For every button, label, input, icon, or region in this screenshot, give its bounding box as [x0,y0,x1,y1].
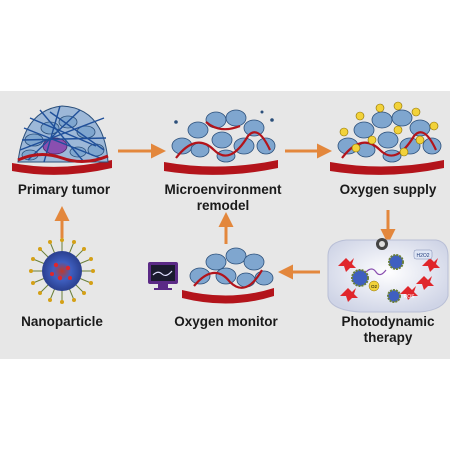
photodynamic-therapy-label: Photodynamic therapy [330,314,446,346]
nanoparticle-label: Nanoparticle [21,314,103,329]
microenvironment-remodel-label: Microenvironment remodel [150,182,296,214]
monitor-icon [148,262,178,290]
photodynamic-label-line1: Photodynamic [341,314,435,329]
oxygen-label: O2 [371,284,378,289]
nanoparticle-icon [351,254,404,303]
microenvironment-label-line2: remodel [196,198,250,213]
ros-label: ROS [404,294,416,300]
primary-tumor-label: Primary tumor [17,182,111,197]
photodynamic-label-line2: therapy [363,330,413,345]
oxygen-supply-label: Oxygen supply [339,182,437,197]
photodynamic-inset: O2 H2O2 ROS [327,238,449,313]
oxygen-monitor-illustration [148,247,274,304]
primary-tumor-illustration [12,105,112,175]
nanoparticle-icon [29,238,95,304]
h2o2-label: H2O2 [416,253,429,259]
remodel-tumor-illustration [164,109,278,175]
oxygen-monitor-label: Oxygen monitor [174,314,278,329]
flow-arrows [54,143,396,280]
light-source-icon [376,238,388,250]
oxygen-supply-illustration [330,101,444,175]
microenvironment-label-line1: Microenvironment [164,182,282,197]
